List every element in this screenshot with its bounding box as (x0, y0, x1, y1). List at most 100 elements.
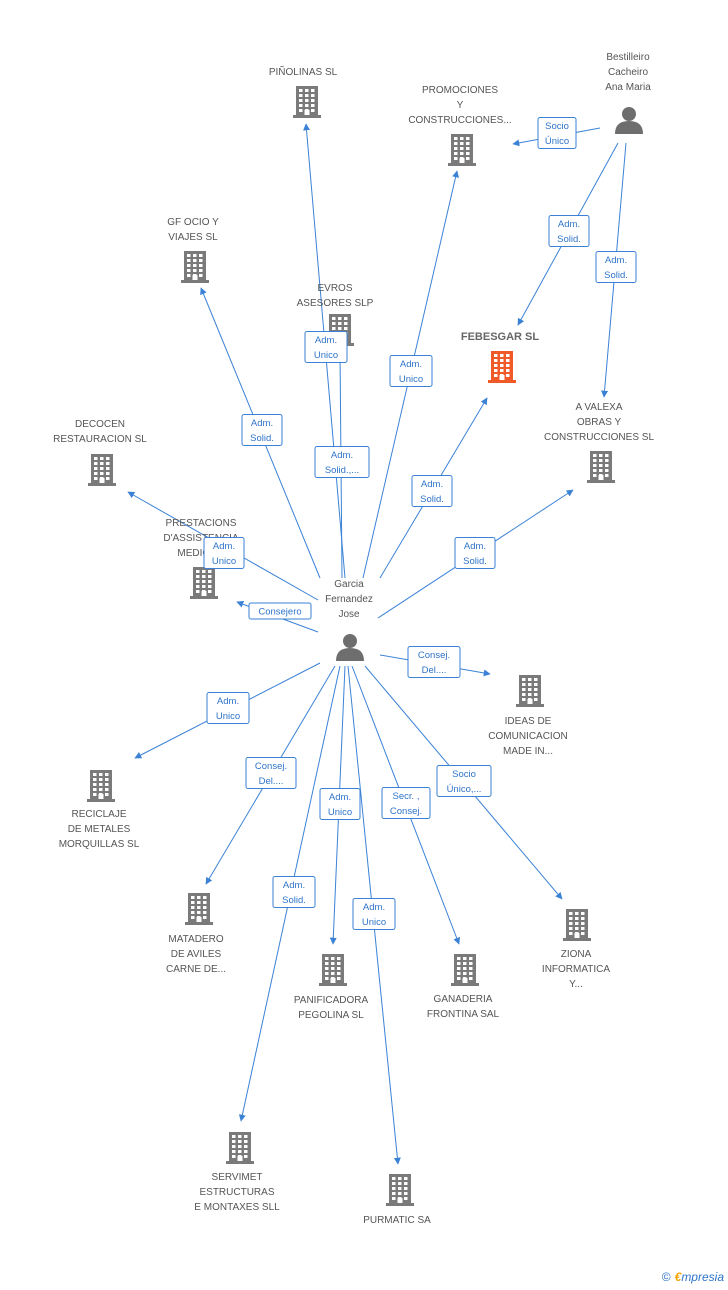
edge-label[interactable]: Adm.Solid. (548, 215, 590, 247)
edge-label-text: Solid. (463, 556, 487, 567)
company-node-pinolinas[interactable]: PIÑOLINAS SL (269, 65, 338, 118)
node-label: Jose (338, 609, 360, 620)
node-label: OBRAS Y (577, 417, 622, 428)
node-label: RECICLAJE (71, 809, 126, 820)
edge-label-text: Consej. (418, 650, 450, 661)
edge-label[interactable]: Adm.Solid. (272, 876, 316, 908)
edge-label[interactable]: Consej.Del.... (245, 757, 297, 789)
edge-label-text: Único,... (447, 784, 482, 795)
building-icon (587, 451, 615, 483)
footer-brand[interactable]: ©€mpresia (662, 1270, 724, 1284)
edge-label[interactable]: Secr. ,Consej. (381, 787, 431, 819)
edge-label[interactable]: Adm.Unico (389, 355, 433, 387)
edge-label[interactable]: Adm.Unico (352, 898, 396, 930)
node-label: DE METALES (68, 824, 131, 835)
company-node-prestacions[interactable]: PRESTACIONSD'ASSISTENCIAMEDICA... (163, 518, 239, 599)
edge-label-text: Adm. (213, 541, 235, 552)
edge-label-text: Secr. , (393, 791, 420, 802)
brand-name: mpresia (681, 1270, 724, 1284)
node-label: DE AVILES (171, 949, 222, 960)
node-label: PROMOCIONES (422, 85, 498, 96)
edge-label-text: Adm. (363, 902, 385, 913)
edge-label-text: Adm. (605, 255, 627, 266)
edge-label-text: Consej. (255, 761, 287, 772)
edge-label-text: Unico (314, 350, 338, 361)
edge-label[interactable]: Adm.Unico (206, 692, 250, 724)
node-label: Ana Maria (605, 82, 651, 93)
edge-label[interactable]: Adm. Unico (203, 537, 245, 569)
node-label: ESTRUCTURAS (199, 1187, 274, 1198)
edge-label-text: Adm. (421, 479, 443, 490)
edge-label-text: Solid. (604, 270, 628, 281)
edge-label-text: Adm. (464, 541, 486, 552)
edge-label-text: Del.... (422, 665, 447, 676)
edge-label-text: Único (545, 136, 569, 147)
edge-label[interactable]: Adm. Solid.,... (314, 446, 370, 478)
building-icon (386, 1174, 414, 1206)
node-label: MADE IN... (503, 746, 553, 757)
node-label: RESTAURACION SL (53, 434, 147, 445)
edge-label[interactable]: Consej. Del.... (407, 646, 461, 678)
company-node-ziona[interactable]: ZIONAINFORMATICAY... (542, 909, 610, 990)
node-label: D'ASSISTENCIA (163, 533, 239, 544)
node-label: PURMATIC SA (363, 1215, 431, 1226)
building-icon (87, 770, 115, 802)
node-label: Fernandez (325, 594, 373, 605)
edge-label-text: Unico (212, 556, 236, 567)
node-label: Bestilleiro (606, 52, 650, 63)
copyright-symbol: © (661, 1270, 671, 1284)
edge-label[interactable]: Adm. Solid. (595, 251, 637, 283)
edge-label-box (241, 414, 283, 446)
edge-label[interactable]: Adm.Unico (304, 331, 348, 363)
edge-label-text: Solid. (250, 433, 274, 444)
edge-label[interactable]: Adm. Solid. (454, 537, 496, 569)
building-icon (451, 954, 479, 986)
edge-label[interactable]: Consejero (248, 602, 312, 620)
node-label: FRONTINA SAL (427, 1009, 500, 1020)
node-label: Y (457, 100, 464, 111)
edge-label[interactable]: Adm. Solid. (241, 414, 283, 446)
edge-label-text: Adm. (331, 450, 353, 461)
node-label: Y... (569, 979, 583, 990)
edge-label[interactable]: Adm. Solid. (411, 475, 453, 507)
edge-label-text: Solid. (420, 494, 444, 505)
person-icon (615, 107, 643, 134)
edge-label-box (436, 765, 492, 797)
company-node-avalexa[interactable]: A VALEXA OBRAS Y CONSTRUCCIONES SL (544, 402, 654, 483)
brand-logo-initial: € (674, 1270, 682, 1284)
edge-label[interactable]: Adm.Unico (319, 788, 361, 820)
node-label: PANIFICADORA (294, 995, 369, 1006)
edge-label-box (454, 537, 496, 569)
node-label: A VALEXA (575, 402, 622, 413)
node-label: VIAJES SL (168, 232, 218, 243)
edge-label-text: Adm. (329, 792, 351, 803)
edge-label-box (595, 251, 637, 283)
edge-label-text: Solid.,... (325, 465, 359, 476)
company-node-promociones[interactable]: PROMOCIONESYCONSTRUCCIONES... (408, 85, 512, 166)
edge-label-box (206, 692, 250, 724)
node-label: ZIONA (561, 949, 592, 960)
edge-label-box (245, 757, 297, 789)
edge-label-box (203, 537, 245, 569)
building-icon (226, 1132, 254, 1164)
edge-label-box (548, 215, 590, 247)
node-label: CONSTRUCCIONES SL (544, 432, 654, 443)
node-label: MEDICA... (177, 548, 224, 559)
company-node-purmatic[interactable]: PURMATIC SA (363, 1174, 431, 1226)
company-node-febesgar[interactable]: FEBESGAR SL (461, 331, 540, 383)
edge-label[interactable]: SocioÚnico,... (436, 765, 492, 797)
person-icon (336, 634, 364, 661)
edge-label-text: Adm. (251, 418, 273, 429)
edge-label-text: Adm. (558, 219, 580, 230)
